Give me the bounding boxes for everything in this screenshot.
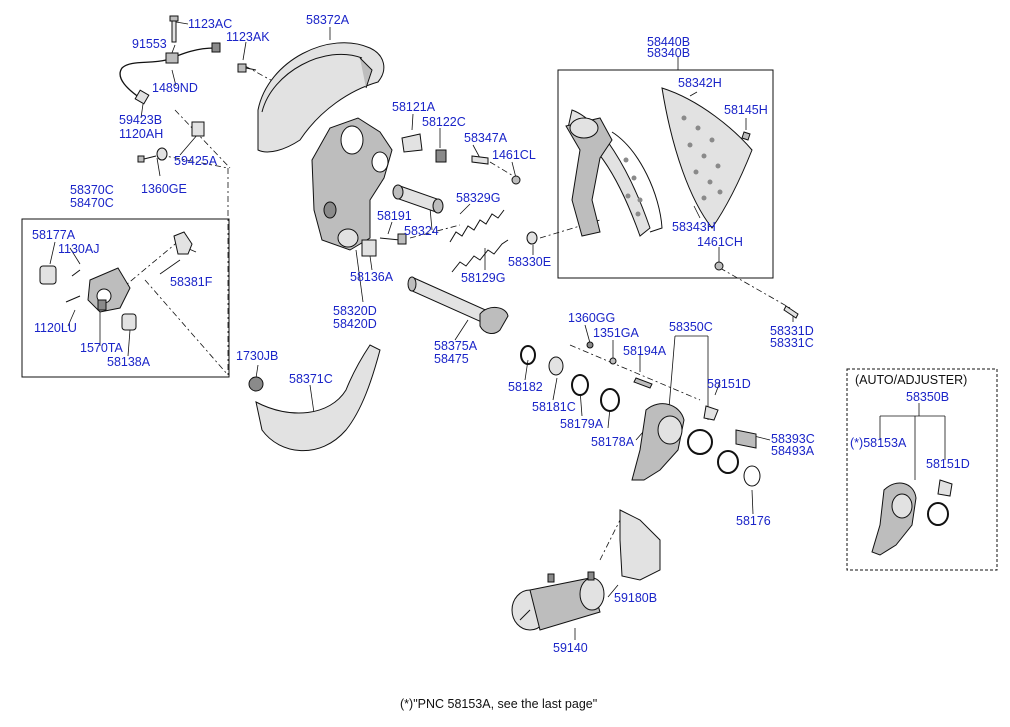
part-label[interactable]: 58347A (464, 131, 508, 145)
abs-sensor-cable (119, 15, 257, 105)
part-label[interactable]: 58375A (434, 339, 478, 353)
part-label[interactable]: 58151D (926, 457, 970, 471)
part-label[interactable]: 58138A (107, 355, 151, 369)
part-label[interactable]: 58372A (306, 13, 350, 27)
part-label[interactable]: 58330E (508, 255, 552, 269)
return-spring-lower (451, 239, 509, 273)
clip-58122c (435, 149, 447, 163)
part-label[interactable]: 1120LU (34, 321, 77, 335)
part-label[interactable]: 59140 (553, 641, 588, 655)
part-label[interactable]: 58475 (434, 352, 469, 366)
slack-adjuster (631, 403, 761, 487)
part-label[interactable]: 1360GG (568, 311, 616, 325)
part-label[interactable]: (*)58153A (850, 436, 907, 450)
camshaft (407, 276, 509, 334)
auto-adjuster-title: (AUTO/ADJUSTER) (855, 373, 968, 387)
part-label[interactable]: 58470C (70, 196, 114, 210)
part-label[interactable]: 1461CL (492, 148, 536, 162)
part-label[interactable]: 59423B (119, 113, 163, 127)
part-label[interactable]: 58371C (289, 372, 333, 386)
auto-adjuster-box (846, 368, 998, 571)
part-label[interactable]: 58177A (32, 228, 76, 242)
part-label[interactable]: 58343H (672, 220, 716, 234)
part-label[interactable]: 58331D (770, 324, 814, 338)
part-label[interactable]: 58331C (770, 336, 814, 350)
brake-shoe (565, 109, 663, 237)
bushing (361, 239, 377, 257)
part-label[interactable]: 58329G (456, 191, 501, 205)
bracket-58121a (401, 133, 423, 153)
part-label[interactable]: 59180B (614, 591, 658, 605)
chamber-bracket (619, 509, 661, 581)
part-label[interactable]: 1123AC (188, 17, 233, 31)
part-label[interactable]: 58320D (333, 304, 377, 318)
part-label[interactable]: 58145H (724, 103, 768, 117)
part-label[interactable]: 91553 (132, 37, 167, 51)
part-label[interactable]: 58121A (392, 100, 436, 114)
part-label[interactable]: 58136A (350, 270, 394, 284)
part-label[interactable]: 58350C (669, 320, 713, 334)
part-label[interactable]: 58179A (560, 417, 604, 431)
dust-shield-upper (257, 42, 385, 153)
part-label[interactable]: 58182 (508, 380, 543, 394)
footnote: (*)"PNC 58153A, see the last page" (400, 697, 598, 711)
part-label[interactable]: 58324 (404, 224, 439, 238)
part-label[interactable]: 1360GE (141, 182, 187, 196)
caliper-kit-box (21, 218, 230, 378)
anchor-pin-roller (392, 184, 444, 214)
caliper-parts (39, 231, 193, 331)
part-label[interactable]: 58342H (678, 76, 722, 90)
camshaft-washers (520, 341, 653, 412)
part-label[interactable]: 1120AH (119, 127, 164, 141)
washer-1461cl (511, 175, 521, 185)
pin-58331d (783, 305, 799, 319)
part-label[interactable]: 1461CH (697, 235, 743, 249)
pin-bolt (379, 233, 407, 245)
part-label[interactable]: 58420D (333, 317, 377, 331)
brake-chamber (511, 571, 605, 631)
pin-58347a (471, 155, 489, 165)
part-label[interactable]: 58381F (170, 275, 213, 289)
part-label[interactable]: 58181C (532, 400, 576, 414)
part-label[interactable]: 1570TA (80, 341, 123, 355)
part-label[interactable]: 58129G (461, 271, 506, 285)
part-label[interactable]: 58393C (771, 432, 815, 446)
leader-lines (49, 21, 946, 640)
part-label[interactable]: 58350B (906, 390, 950, 404)
brake-spider (311, 117, 393, 251)
part-label[interactable]: 1489ND (152, 81, 198, 95)
part-label[interactable]: 1730JB (236, 349, 279, 363)
part-label[interactable]: 58493A (771, 444, 815, 458)
part-label[interactable]: 58340B (647, 46, 691, 60)
roller-58330e (526, 231, 538, 245)
dust-shield-lower (248, 344, 381, 452)
auto-adjuster-part (871, 479, 953, 556)
part-label[interactable]: 58440B (647, 35, 691, 49)
return-spring-upper (449, 209, 505, 243)
brake-lining (623, 87, 753, 229)
rivet-58145h (741, 131, 751, 141)
part-label[interactable]: 58178A (591, 435, 635, 449)
part-label[interactable]: 1351GA (593, 326, 639, 340)
part-label[interactable]: 58194A (623, 344, 667, 358)
part-label[interactable]: 58370C (70, 183, 114, 197)
part-label[interactable]: 59425A (174, 154, 218, 168)
part-label[interactable]: 58151D (707, 377, 751, 391)
bolt-and-washer (137, 121, 205, 163)
part-label[interactable]: 1123AK (226, 30, 270, 44)
part-label[interactable]: 58176 (736, 514, 771, 528)
part-label[interactable]: 58122C (422, 115, 466, 129)
washer-1461ch (714, 261, 724, 271)
part-label[interactable]: 1130AJ (58, 242, 100, 256)
brake-shoe-box (557, 69, 774, 279)
part-label[interactable]: 58191 (377, 209, 412, 223)
